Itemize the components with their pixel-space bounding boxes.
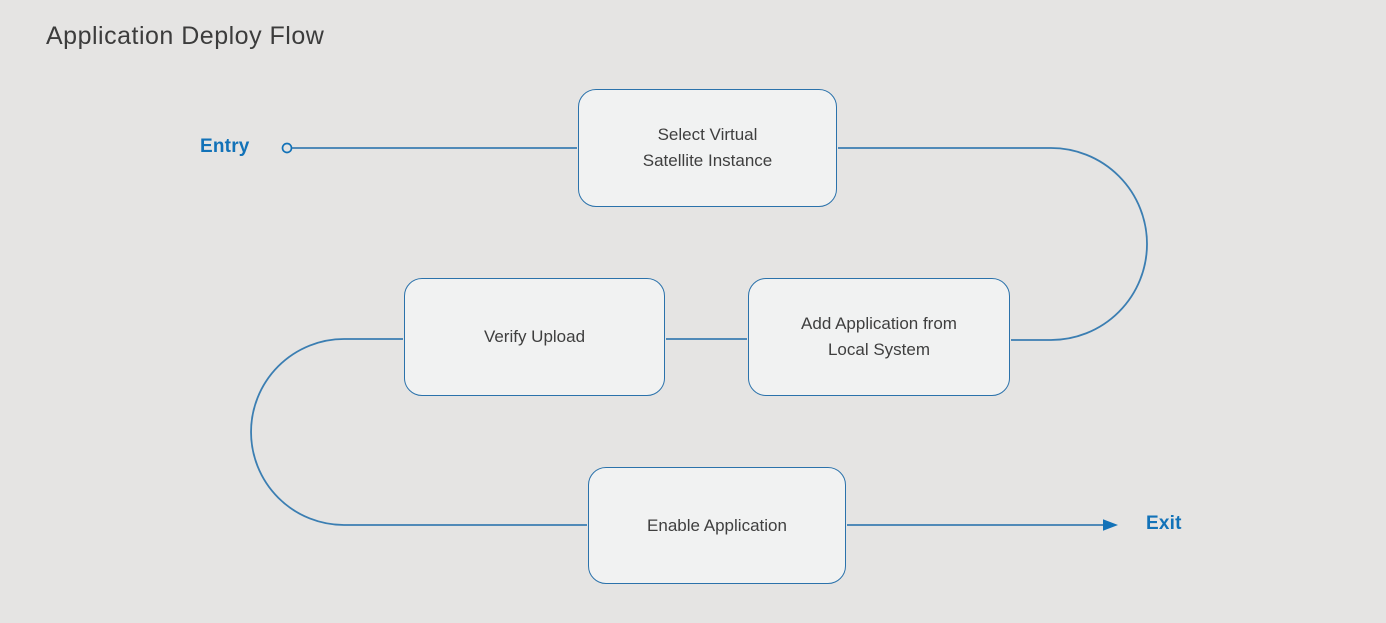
entry-circle-icon [281, 142, 293, 154]
connector-verify-to-enable [250, 338, 587, 526]
flow-node-label: Verify Upload [483, 327, 586, 346]
diagram-title: Application Deploy Flow [46, 22, 325, 50]
entry-label: Entry [200, 136, 250, 157]
exit-arrow-icon [1103, 519, 1118, 531]
flow-node-select-virtual-satellite-instance: Select Virtual Satellite Instance [578, 89, 837, 207]
flow-node-label: Add Application from Local System [801, 314, 957, 359]
flow-node-enable-application: Enable Application [588, 467, 846, 584]
flow-node-label: Select Virtual Satellite Instance [642, 125, 773, 170]
exit-label: Exit [1146, 513, 1182, 534]
flow-node-add-application-from-local-system: Add Application from Local System [748, 278, 1010, 396]
flow-node-label: Enable Application [647, 515, 787, 535]
flow-node-verify-upload: Verify Upload [404, 278, 665, 396]
connector-select-to-add [838, 147, 1148, 341]
